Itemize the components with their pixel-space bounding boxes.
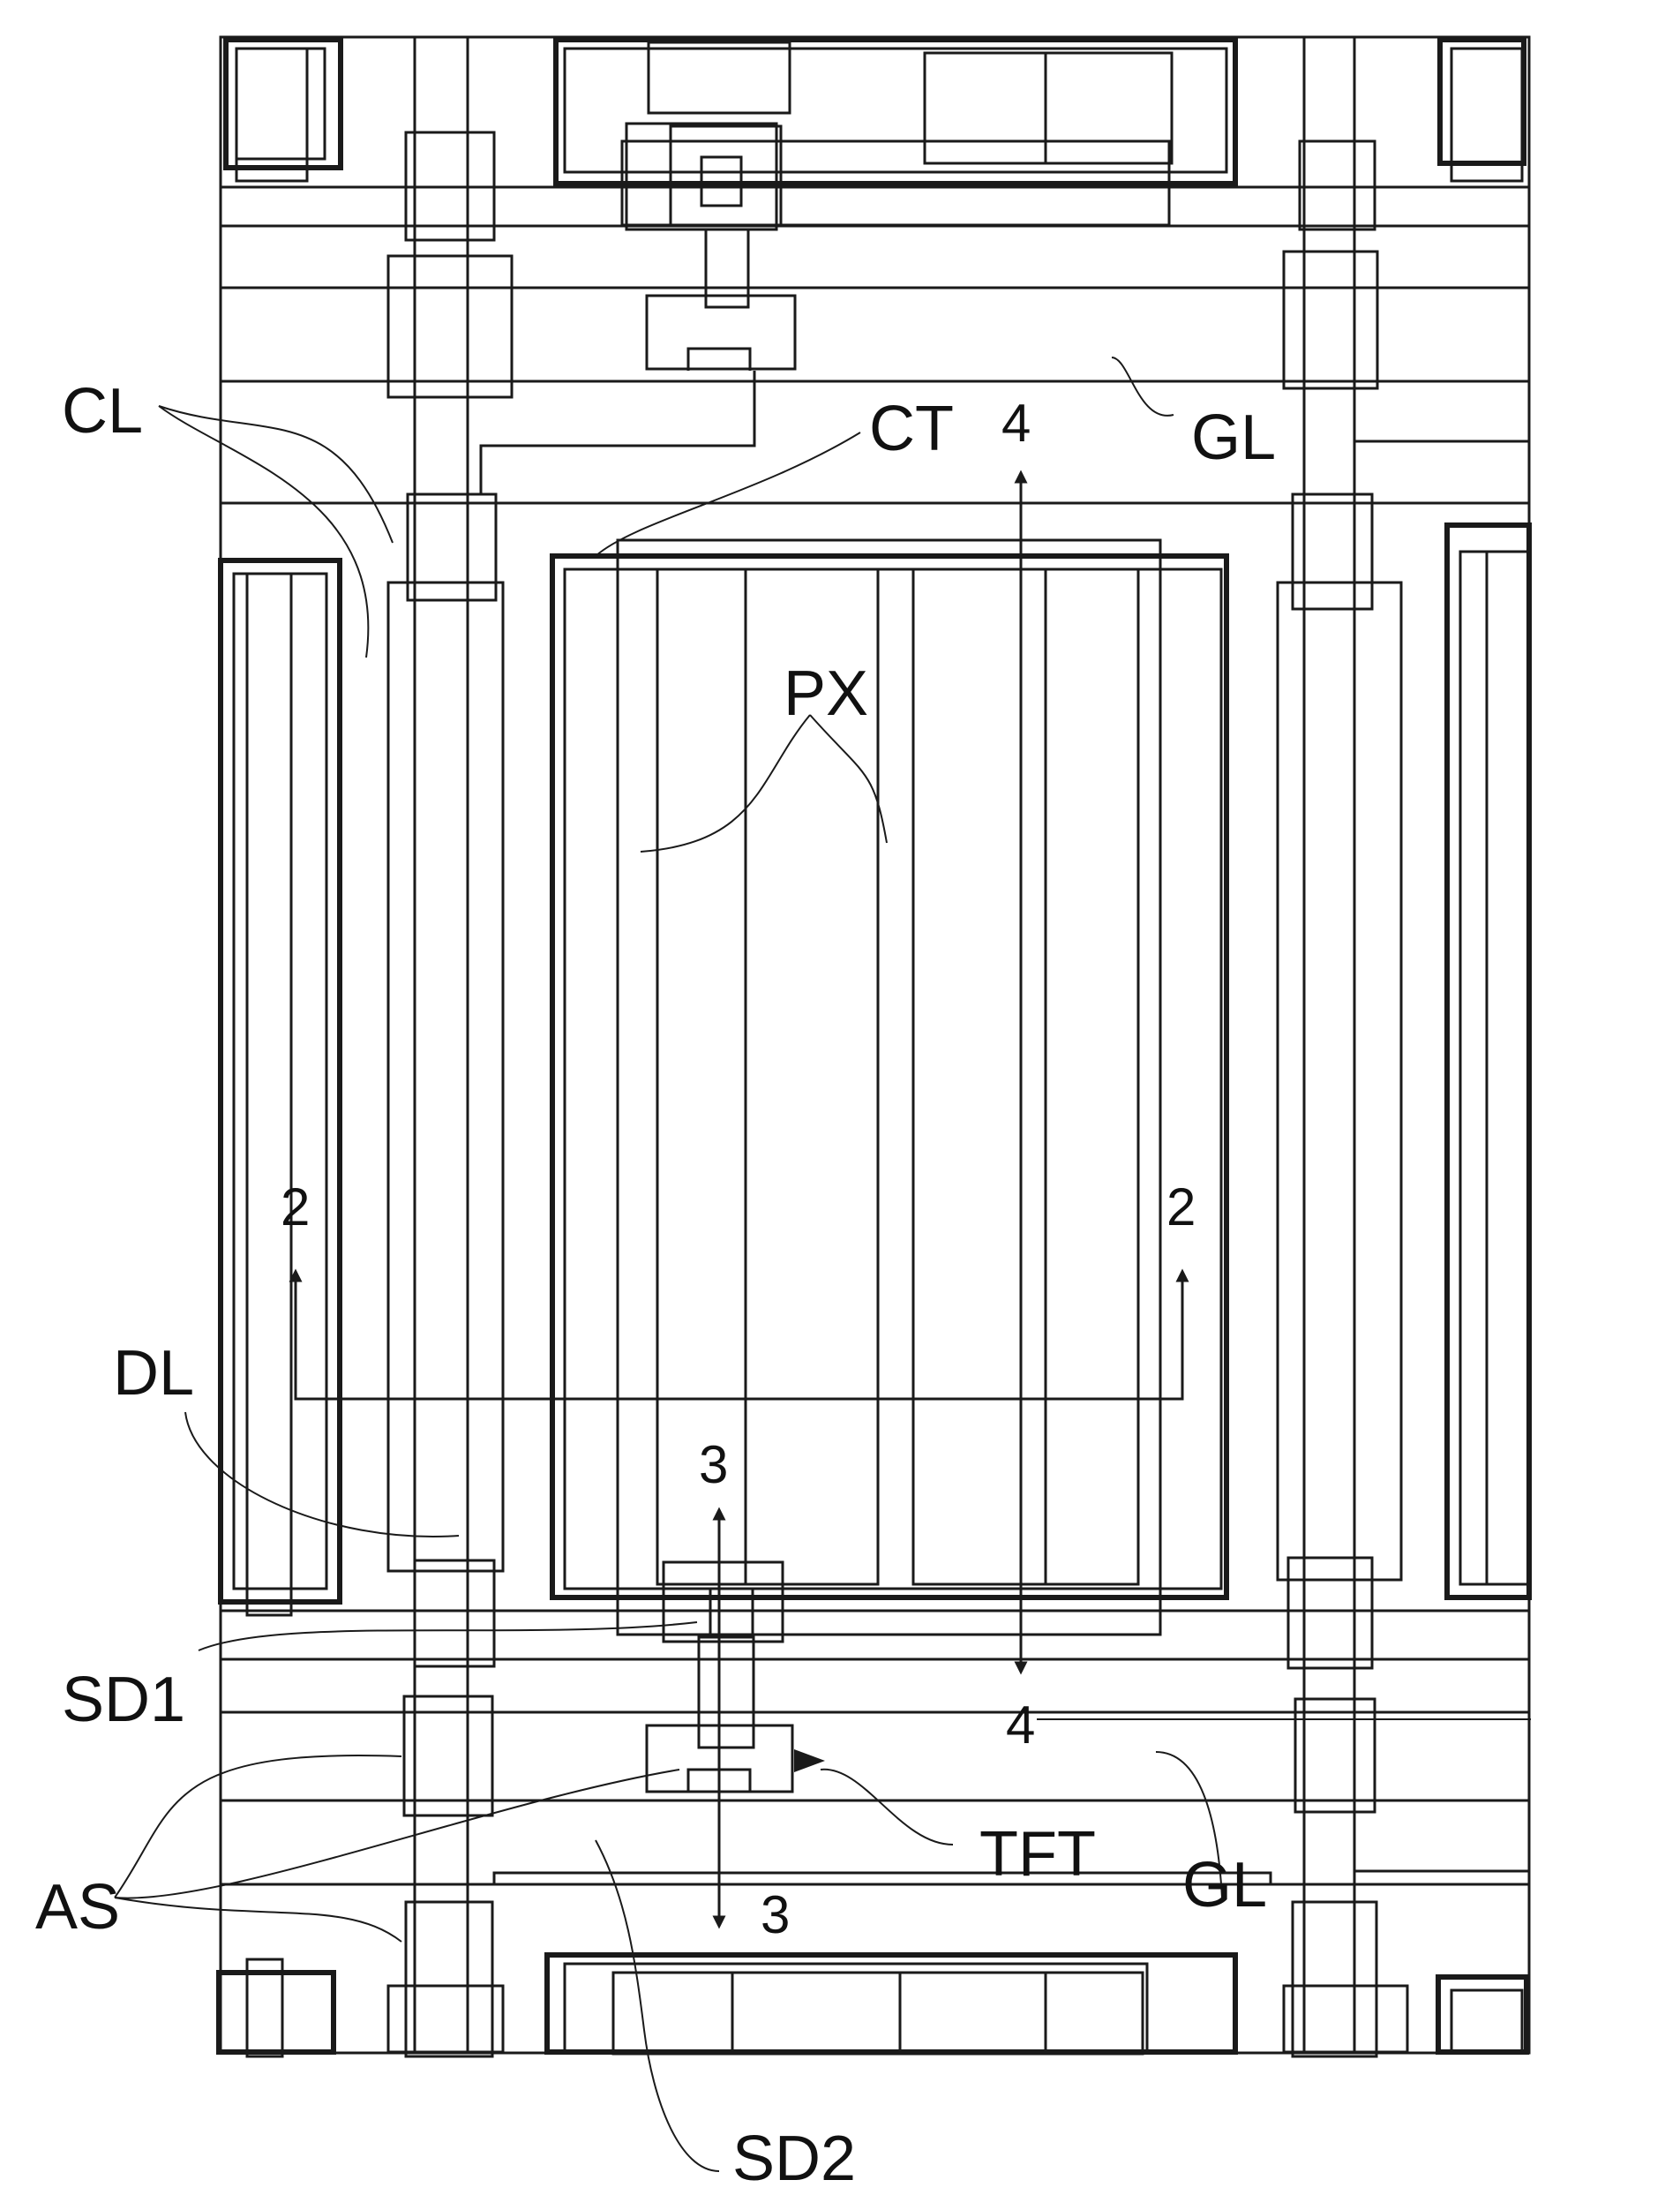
- label-sd2: SD2: [732, 2124, 856, 2194]
- section-mark-4-top: 4: [1001, 394, 1031, 453]
- common-line-band: [221, 503, 1529, 1611]
- tft-top: [626, 124, 795, 371]
- contact-right: [1284, 141, 1407, 2056]
- label-tft: TFT: [979, 1819, 1096, 1890]
- contact-left: [388, 132, 512, 2056]
- leader-as-1: [115, 1755, 401, 1898]
- drain-line-left: [415, 37, 468, 2053]
- leader-dl: [185, 1412, 459, 1537]
- common-strip-right: [1278, 583, 1401, 1580]
- label-ct: CT: [869, 394, 954, 464]
- label-gl-bottom: GL: [1182, 1850, 1267, 1921]
- label-px: PX: [784, 658, 868, 729]
- leader-sd1: [199, 1622, 697, 1650]
- tft-bottom: [494, 441, 1529, 1884]
- label-as: AS: [35, 1872, 120, 1943]
- outer-frame: [221, 37, 1529, 2053]
- section-mark-2-left: 2: [281, 1177, 310, 1237]
- common-strip-left: [388, 583, 503, 1571]
- right-column: [1447, 525, 1529, 1597]
- leader-gl-top: [1112, 357, 1174, 416]
- leader-tft: [821, 1770, 953, 1845]
- leader-cl-2: [159, 406, 368, 658]
- section-mark-3-bottom: 3: [761, 1885, 790, 1944]
- drain-line-right: [1304, 37, 1354, 2053]
- gate-line-bottom: [221, 1659, 1529, 1884]
- section-line-2: [296, 1275, 1182, 1399]
- label-dl: DL: [113, 1338, 194, 1409]
- gate-line-top: [221, 187, 1529, 381]
- leader-as-3: [115, 1898, 401, 1942]
- label-gl-top: GL: [1191, 402, 1276, 473]
- tft-arrowhead: [794, 1749, 825, 1772]
- leader-px-1: [641, 715, 810, 852]
- leader-as-2: [115, 1770, 679, 1898]
- leader-px-2: [810, 715, 887, 843]
- left-column: [221, 560, 340, 1615]
- section-mark-2-right: 2: [1166, 1177, 1196, 1237]
- section-mark-3-top: 3: [699, 1435, 728, 1494]
- pixel-region: [481, 371, 1226, 1635]
- label-cl: CL: [62, 376, 143, 447]
- label-sd1: SD1: [62, 1665, 185, 1735]
- leader-ct: [596, 432, 860, 556]
- section-mark-4-bottom: 4: [1006, 1695, 1035, 1755]
